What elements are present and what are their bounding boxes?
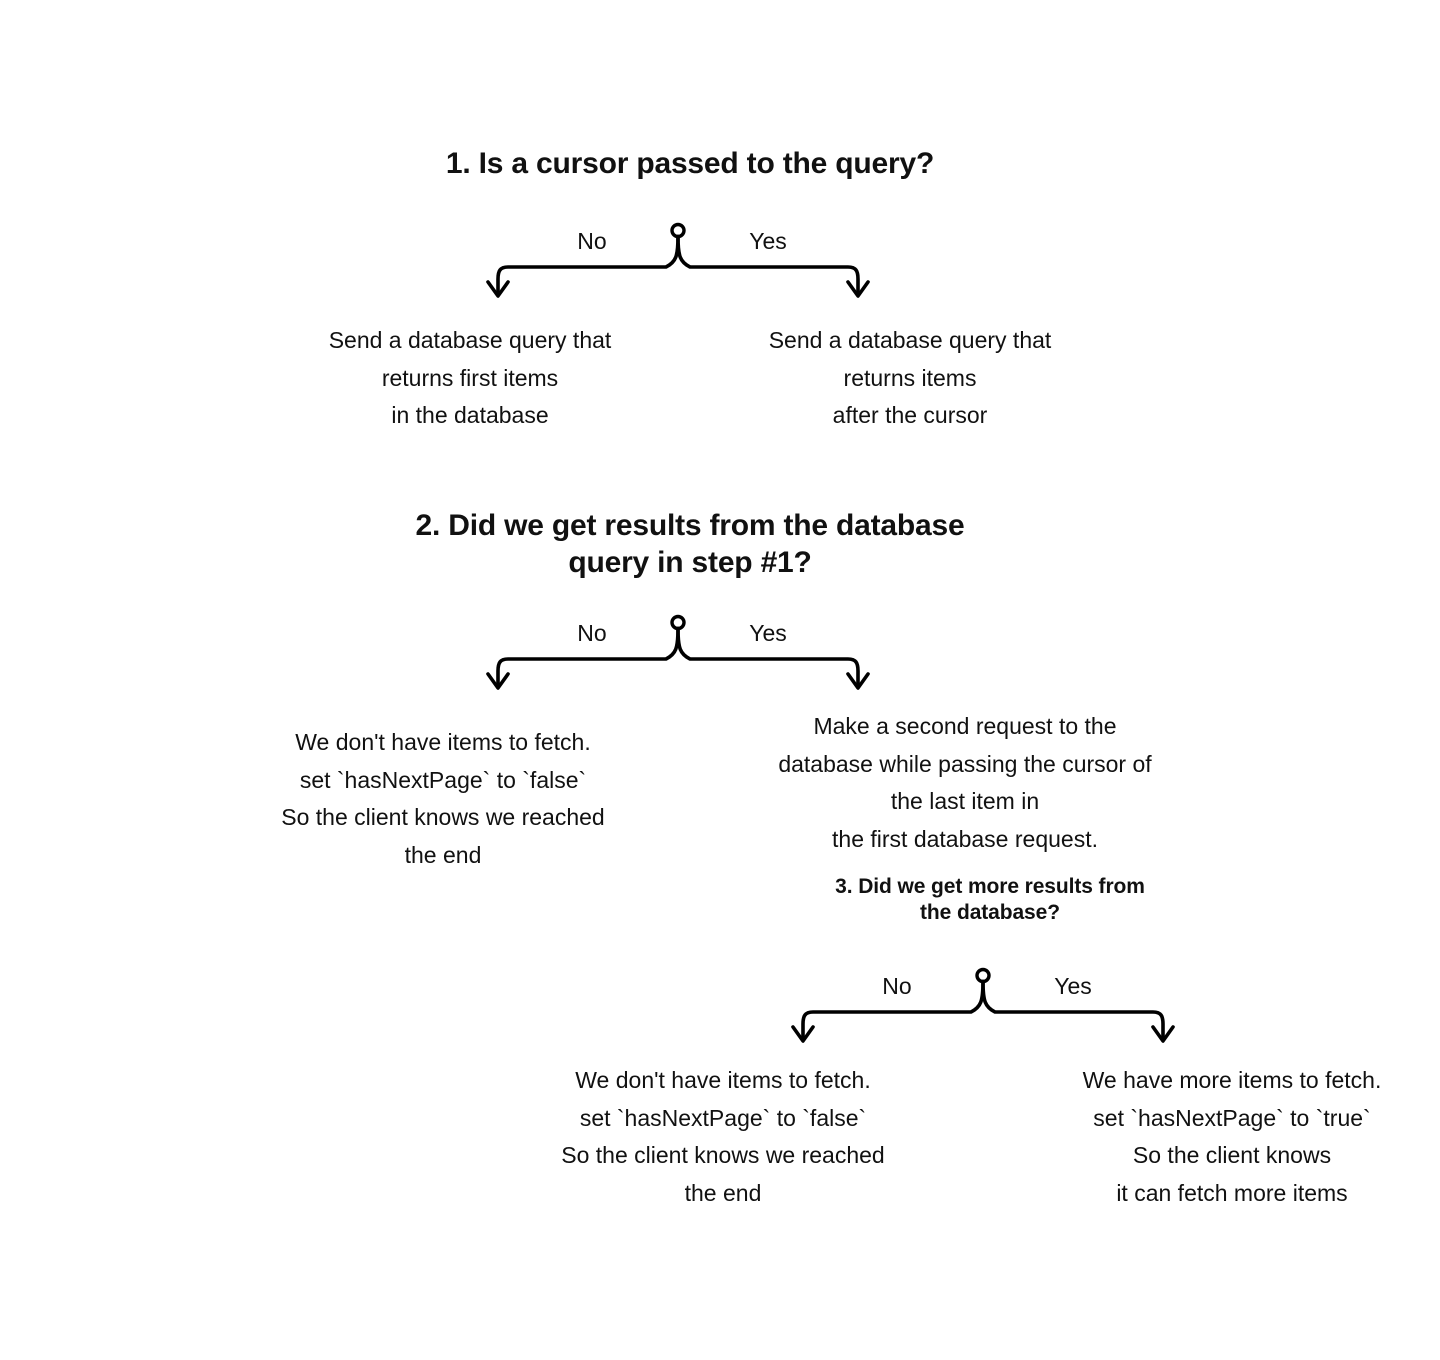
branch-path-yes: [676, 626, 860, 686]
branch-node-circle: [670, 222, 686, 239]
branch-path-yes: [981, 979, 1165, 1039]
step-1-branch-connector: No Yes: [470, 222, 870, 310]
arrowhead-no: [791, 1025, 815, 1043]
step-3-label-yes: Yes: [1054, 973, 1092, 999]
step-2-outcome-no: We don't have items to fetch. set `hasNe…: [281, 729, 605, 869]
arrowhead-no: [486, 672, 510, 690]
arrowhead-yes: [846, 280, 870, 298]
step-2-question: 2. Did we get results from the database …: [415, 509, 965, 579]
step-1-label-no: No: [577, 228, 607, 254]
step-3-question: 3. Did we get more results from the data…: [835, 875, 1145, 924]
step-3-label-no: No: [882, 973, 912, 999]
step-2-branch-connector: No Yes: [470, 614, 870, 702]
step-3-branch-connector: No Yes: [775, 967, 1175, 1055]
branch-path-no: [496, 626, 680, 686]
step-1-outcome-yes: Send a database query that returns items…: [768, 327, 1052, 429]
branch-path-yes: [676, 234, 860, 294]
step-3-outcome-yes: We have more items to fetch. set `hasNex…: [1082, 1067, 1382, 1207]
branch-path-no: [496, 234, 680, 294]
step-1-label-yes: Yes: [749, 228, 787, 254]
step-1-outcome-no: Send a database query that returns first…: [328, 327, 612, 429]
step-1-question: 1. Is a cursor passed to the query?: [445, 147, 935, 180]
arrowhead-yes: [1151, 1025, 1175, 1043]
arrowhead-yes: [846, 672, 870, 690]
step-2-label-no: No: [577, 620, 607, 646]
arrowhead-no: [486, 280, 510, 298]
step-2-label-yes: Yes: [749, 620, 787, 646]
branch-path-no: [801, 979, 985, 1039]
step-3-outcome-no: We don't have items to fetch. set `hasNe…: [561, 1067, 885, 1207]
step-2-outcome-yes: Make a second request to the database wh…: [778, 713, 1152, 853]
